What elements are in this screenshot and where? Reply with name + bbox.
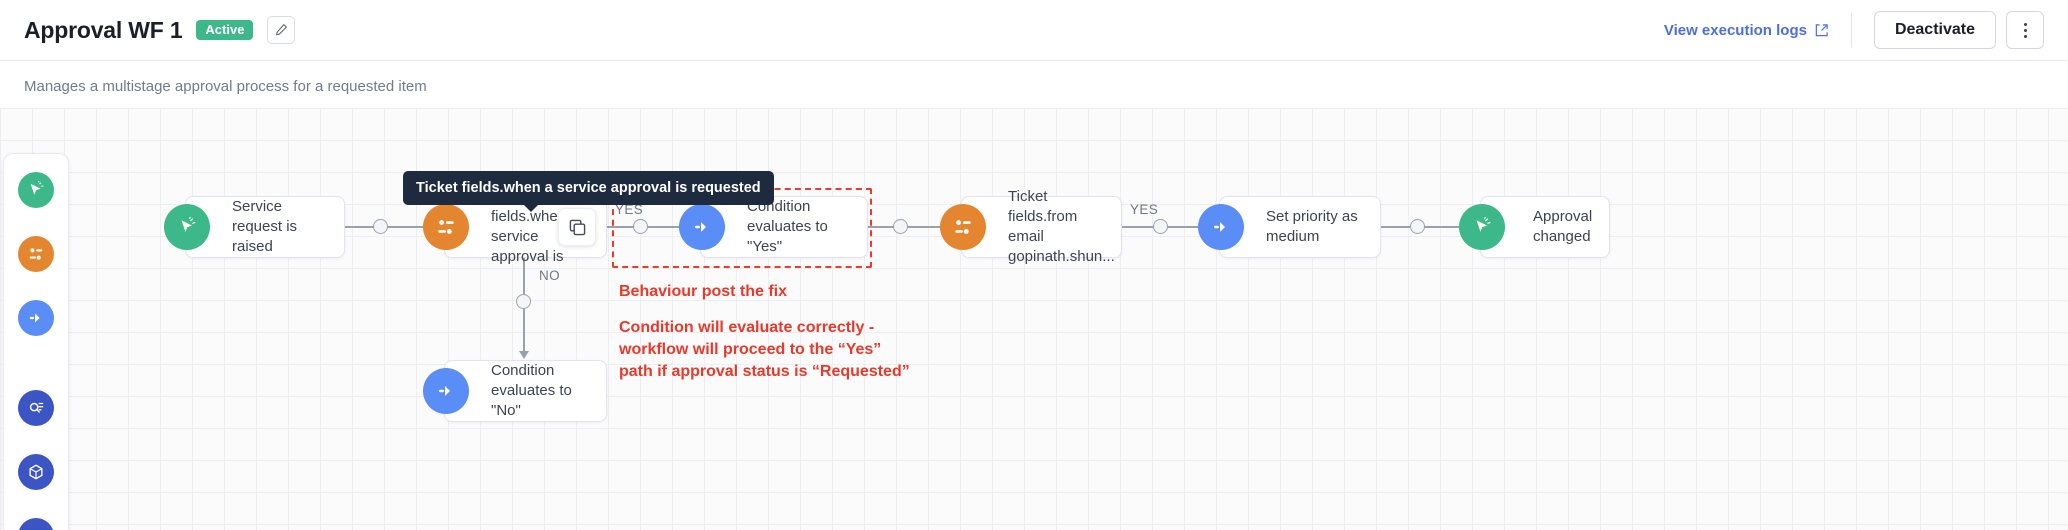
palette-trigger-icon[interactable] bbox=[18, 172, 54, 208]
edge-label-yes-2: YES bbox=[1130, 202, 1159, 217]
annotation-body: Condition will evaluate correctly - work… bbox=[619, 317, 910, 383]
annotation-body-line1: Condition will evaluate correctly - bbox=[619, 319, 875, 336]
workflow-description: Manages a multistage approval process fo… bbox=[24, 78, 427, 95]
connector-arrow bbox=[519, 351, 529, 359]
node-set-priority-medium[interactable]: Set priority as medium bbox=[1198, 196, 1381, 258]
action-icon bbox=[1198, 204, 1244, 250]
view-execution-logs-link[interactable]: View execution logs bbox=[1664, 22, 1829, 39]
deactivate-button[interactable]: Deactivate bbox=[1873, 11, 1996, 49]
edge-label-yes-1: YES bbox=[615, 202, 644, 217]
node-label: Ticket fields.from email gopinath.shun..… bbox=[1008, 188, 1115, 265]
node-label: Approval changed bbox=[1533, 208, 1593, 245]
page-header: Approval WF 1 Active View execution logs… bbox=[0, 0, 2068, 61]
copy-icon bbox=[569, 219, 585, 235]
connector-dot[interactable] bbox=[373, 219, 388, 234]
node-condition-evaluates-yes[interactable]: Condition evaluates to "Yes" bbox=[679, 196, 868, 258]
connector-dot[interactable] bbox=[516, 294, 531, 309]
copy-node-button[interactable] bbox=[558, 208, 596, 246]
trigger-icon bbox=[1459, 204, 1505, 250]
connector-n6-n7 bbox=[1381, 226, 1469, 228]
pencil-icon bbox=[276, 23, 288, 36]
connector-n1-n2 bbox=[345, 226, 433, 228]
trigger-icon bbox=[164, 204, 210, 250]
condition-icon bbox=[940, 204, 986, 250]
node-palette bbox=[3, 153, 69, 530]
condition-icon bbox=[423, 204, 469, 250]
node-label: Service request is raised bbox=[232, 198, 298, 255]
header-actions: View execution logs Deactivate bbox=[1664, 11, 2044, 49]
palette-query-icon[interactable] bbox=[18, 390, 54, 426]
node-condition-evaluates-no[interactable]: Condition evaluates to "No" bbox=[423, 360, 607, 422]
connector-dot[interactable] bbox=[1153, 219, 1168, 234]
node-service-request-raised[interactable]: Service request is raised bbox=[164, 196, 345, 258]
annotation-body-line2: workflow will proceed to the “Yes” bbox=[619, 341, 882, 359]
connector-dot[interactable] bbox=[633, 219, 648, 234]
workflow-canvas[interactable]: YES NO YES Service request is raised Tic… bbox=[0, 108, 2068, 530]
node-label: Condition evaluates to "No" bbox=[491, 362, 572, 419]
palette-condition-icon[interactable] bbox=[18, 236, 54, 272]
edit-name-button[interactable] bbox=[267, 16, 296, 44]
node-approval-changed[interactable]: Approval changed bbox=[1459, 196, 1610, 258]
connector-dot[interactable] bbox=[1410, 219, 1425, 234]
view-execution-logs-label: View execution logs bbox=[1663, 21, 1807, 39]
title-group: Approval WF 1 Active bbox=[24, 16, 296, 44]
node-tooltip: Ticket fields.when a service approval is… bbox=[403, 171, 774, 212]
action-icon bbox=[423, 368, 469, 414]
node-label: Set priority as medium bbox=[1266, 208, 1358, 245]
palette-range-icon[interactable] bbox=[18, 518, 54, 530]
annotation-body-line3: path if approval status is “Requested” bbox=[619, 363, 910, 381]
connector-dot[interactable] bbox=[893, 219, 908, 234]
header-divider bbox=[1850, 13, 1852, 47]
more-options-icon bbox=[2023, 21, 2027, 39]
page-title: Approval WF 1 bbox=[24, 16, 183, 43]
palette-action-icon[interactable] bbox=[18, 300, 54, 336]
node-label: Condition evaluates to "Yes" bbox=[747, 198, 828, 255]
edge-label-no-1: NO bbox=[539, 268, 561, 283]
external-link-icon bbox=[1815, 23, 1828, 36]
node-ticket-fields-from-email[interactable]: Ticket fields.from email gopinath.shun..… bbox=[940, 188, 1122, 265]
status-badge: Active bbox=[196, 20, 254, 40]
connector-n3-n5 bbox=[868, 226, 958, 228]
action-icon bbox=[679, 204, 725, 250]
more-options-button[interactable] bbox=[2006, 11, 2044, 49]
palette-cube-icon[interactable] bbox=[18, 454, 54, 490]
annotation-heading: Behaviour post the fix bbox=[619, 283, 788, 300]
